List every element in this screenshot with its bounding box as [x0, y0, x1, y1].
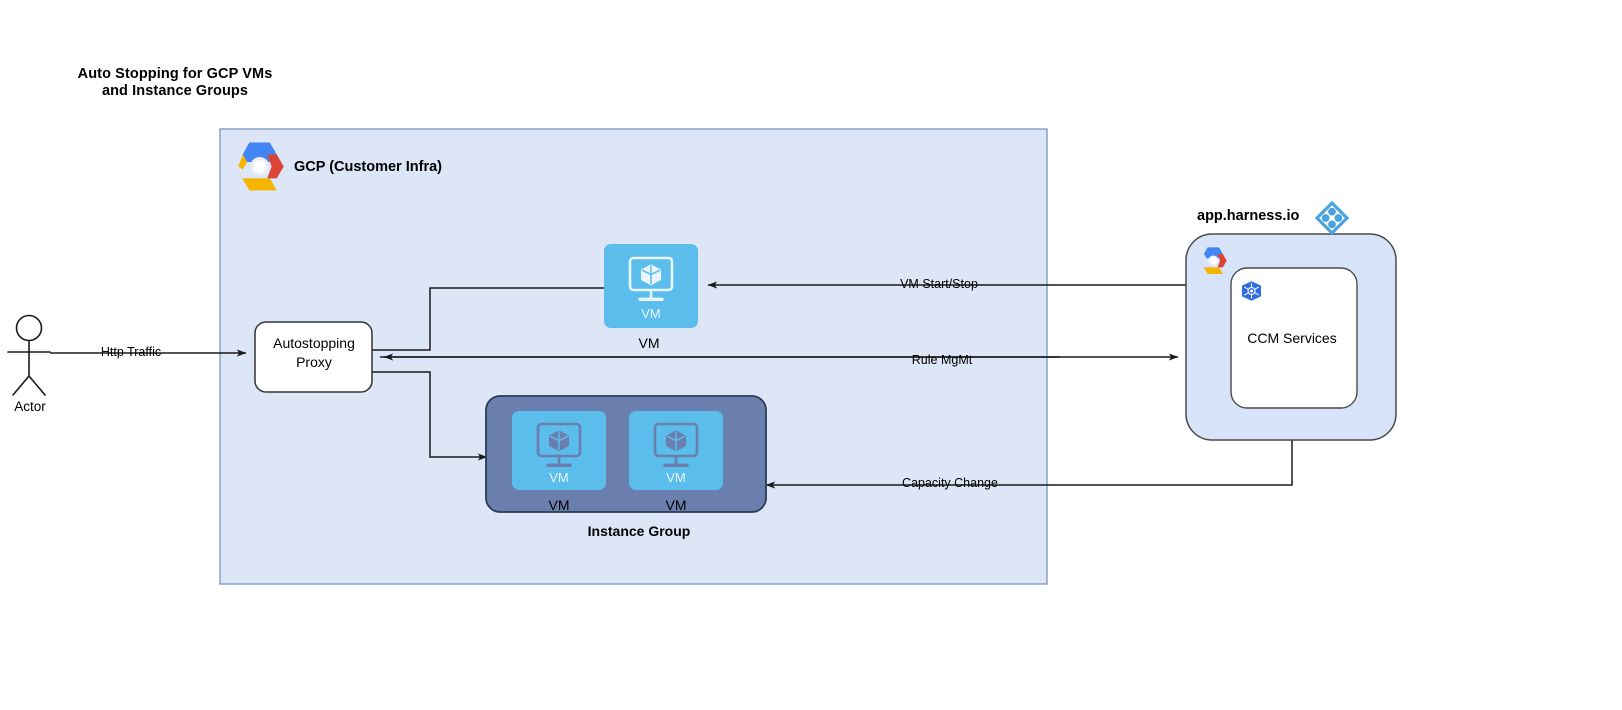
ccm-services-box[interactable]	[1230, 267, 1358, 409]
edge-label-vm-start-stop: VM Start/Stop	[900, 277, 978, 291]
kubernetes-helm-icon	[1242, 281, 1261, 301]
instance-group-caption: Instance Group	[587, 523, 691, 539]
edge-capacity-change	[765, 440, 1293, 489]
harness-diamond-logo-icon	[1314, 200, 1350, 236]
edge-label-http-traffic: Http Traffic	[100, 345, 162, 359]
vm-monitor-cube-icon	[653, 422, 699, 467]
ccm-services-label: CCM Services	[1247, 330, 1337, 346]
instance-group-vm-tile-text-1: VM	[549, 470, 569, 485]
edge-label-capacity-change: Capacity Change	[902, 476, 998, 490]
edge-label-rule-mgmt: Rule MgMt	[911, 353, 973, 367]
autostopping-proxy-box	[254, 321, 373, 393]
actor-stick-figure	[7, 314, 51, 396]
vm-single-box[interactable]	[604, 244, 698, 328]
page-title: Auto Stopping for GCP VMs and Instance G…	[77, 66, 273, 100]
vm-monitor-cube-icon	[628, 256, 674, 301]
vm-single-caption: VM	[638, 335, 660, 351]
instance-group-vm-tile-text-2: VM	[666, 470, 686, 485]
edge-proxy-to-vm	[372, 284, 697, 351]
vm-monitor-cube-icon	[536, 422, 582, 467]
autostopping-proxy-label: Autostopping Proxy	[273, 335, 355, 370]
instance-group-vm-caption-2: VM	[665, 497, 687, 513]
vm-single-tile-text: VM	[641, 306, 661, 321]
edge-proxy-to-instance-group	[372, 371, 488, 461]
gcp-container-label: GCP (Customer Infra)	[294, 159, 442, 175]
harness-label: app.harness.io	[1197, 208, 1300, 224]
gcp-logo-icon	[235, 142, 284, 191]
gcp-logo-icon	[1200, 247, 1227, 274]
instance-group-vm-caption-1: VM	[548, 497, 570, 513]
actor-label: Actor	[14, 399, 46, 414]
